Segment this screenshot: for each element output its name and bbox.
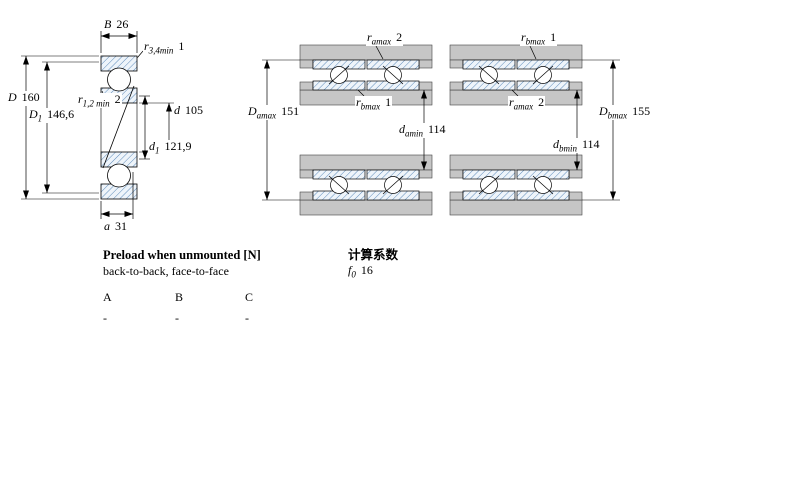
f2f-shaft-housing: [449, 44, 583, 216]
f2f-bearings: [462, 59, 570, 201]
back-to-back-figure: [262, 44, 433, 216]
b2b-contact-lines: [328, 65, 404, 195]
preload-subheading: back-to-back, face-to-face: [103, 264, 229, 278]
f2f-contact-lines: [478, 65, 554, 195]
preload-column-B: B: [175, 290, 184, 304]
calculation-heading: 计算系数: [348, 248, 399, 262]
ball-top: [107, 67, 131, 92]
b2b-bearings: [312, 59, 420, 201]
single-bearing-figure: [100, 55, 138, 200]
b2b-shaft-housing: [299, 44, 433, 216]
preload-value-C: -: [245, 311, 249, 325]
f2f-dimension-lines: [511, 45, 620, 201]
ball-bottom: [107, 163, 131, 188]
preload-value-B: -: [175, 311, 179, 325]
face-to-face-figure: [449, 44, 620, 216]
preload-heading: Preload when unmounted [N]: [103, 248, 261, 262]
preload-value-A: -: [103, 311, 107, 325]
preload-column-A: A: [103, 290, 112, 304]
preload-column-C: C: [245, 290, 254, 304]
single-bearing-dimension-lines: [21, 31, 174, 219]
contact-angle-line: [102, 85, 135, 169]
